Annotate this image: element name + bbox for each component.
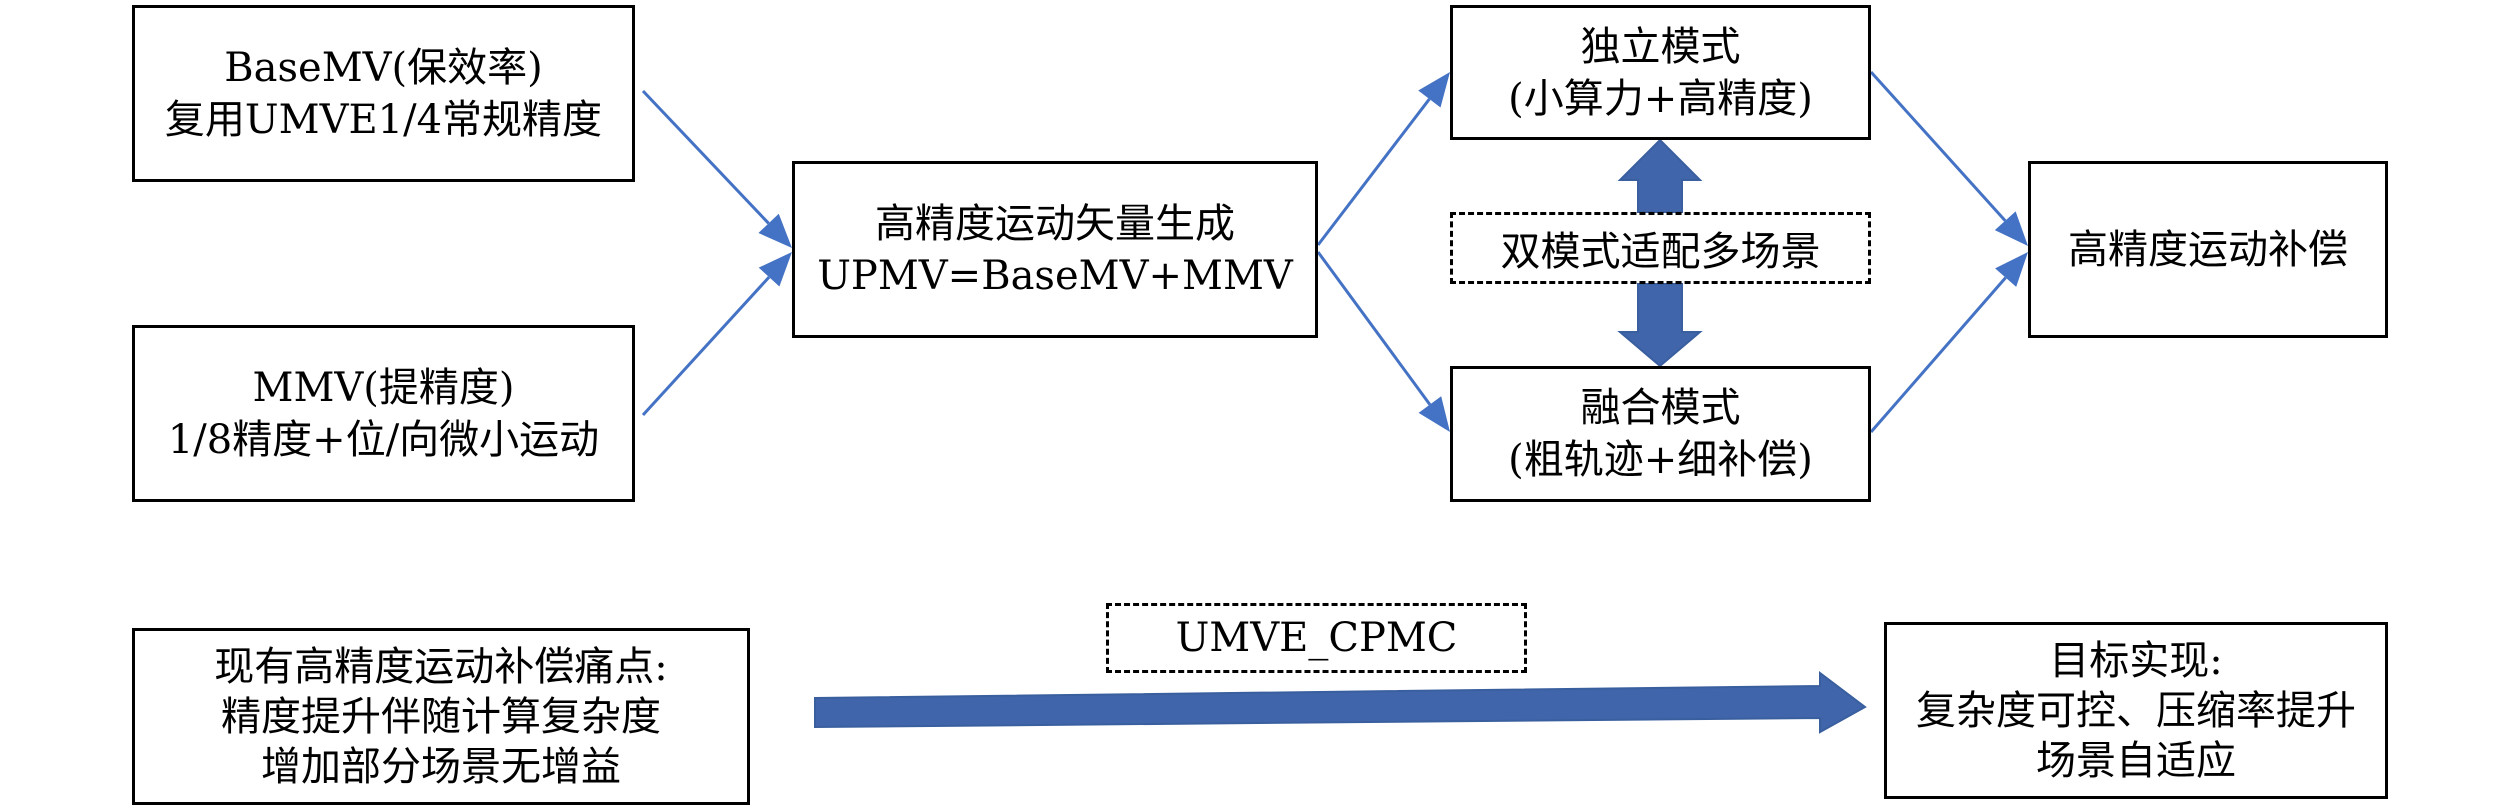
arrow-basemv-to-generation bbox=[641, 89, 792, 248]
mmv-box: MMV(提精度) 1/8精度+位/向微小运动 bbox=[132, 325, 635, 502]
pain-point-line-2: 精度提升伴随计算复杂度 bbox=[221, 693, 661, 740]
arrow-fusion-to-output bbox=[1869, 252, 2028, 433]
goal-line-2: 复杂度可控、压缩率提升 bbox=[1916, 687, 2356, 734]
independent-mode-title: 独立模式 bbox=[1580, 23, 1741, 70]
goal-line-3: 场景自适应 bbox=[2036, 737, 2236, 784]
goal-box: 目标实现: 复杂度可控、压缩率提升 场景自适应 bbox=[1884, 622, 2388, 799]
mmv-desc: 1/8精度+位/向微小运动 bbox=[167, 416, 600, 463]
mv-generation-box: 高精度运动矢量生成 UPMV=BaseMV+MMV bbox=[792, 161, 1318, 338]
base-mv-title: BaseMV(保效率) bbox=[224, 44, 543, 91]
arrow-independent-to-output bbox=[1869, 70, 2028, 246]
block-arrow-up bbox=[1617, 138, 1703, 213]
block-arrow-main bbox=[814, 670, 1867, 734]
fusion-mode-box: 融合模式 (粗轨迹+细补偿) bbox=[1450, 366, 1871, 502]
arrow-generation-to-independent bbox=[1316, 72, 1450, 246]
mv-generation-formula: UPMV=BaseMV+MMV bbox=[817, 252, 1293, 299]
base-mv-box: BaseMV(保效率) 复用UMVE1/4常规精度 bbox=[132, 5, 635, 182]
mv-generation-title: 高精度运动矢量生成 bbox=[875, 200, 1235, 247]
fusion-mode-desc: (粗轨迹+细补偿) bbox=[1508, 437, 1813, 483]
motion-compensation-label: 高精度运动补偿 bbox=[2068, 226, 2348, 273]
motion-compensation-box: 高精度运动补偿 bbox=[2028, 161, 2388, 338]
base-mv-desc: 复用UMVE1/4常规精度 bbox=[164, 96, 603, 143]
pain-point-title: 现有高精度运动补偿痛点: bbox=[214, 643, 668, 690]
block-arrow-down bbox=[1617, 283, 1703, 368]
arrow-mmv-to-generation bbox=[641, 252, 792, 417]
pain-point-box: 现有高精度运动补偿痛点: 精度提升伴随计算复杂度 增加部分场景无增益 bbox=[132, 628, 750, 805]
independent-mode-desc: (小算力+高精度) bbox=[1508, 75, 1813, 122]
independent-mode-box: 独立模式 (小算力+高精度) bbox=[1450, 5, 1871, 140]
method-label-box: UMVE_CPMC bbox=[1106, 603, 1527, 673]
dual-mode-label-box: 双模式适配多场景 bbox=[1450, 212, 1871, 284]
method-label: UMVE_CPMC bbox=[1175, 615, 1458, 661]
dual-mode-label: 双模式适配多场景 bbox=[1500, 229, 1821, 275]
goal-title: 目标实现: bbox=[2049, 637, 2223, 684]
arrow-generation-to-fusion bbox=[1316, 251, 1450, 432]
mmv-title: MMV(提精度) bbox=[252, 364, 515, 411]
fusion-mode-title: 融合模式 bbox=[1580, 385, 1741, 431]
pain-point-line-3: 增加部分场景无增益 bbox=[261, 743, 621, 790]
